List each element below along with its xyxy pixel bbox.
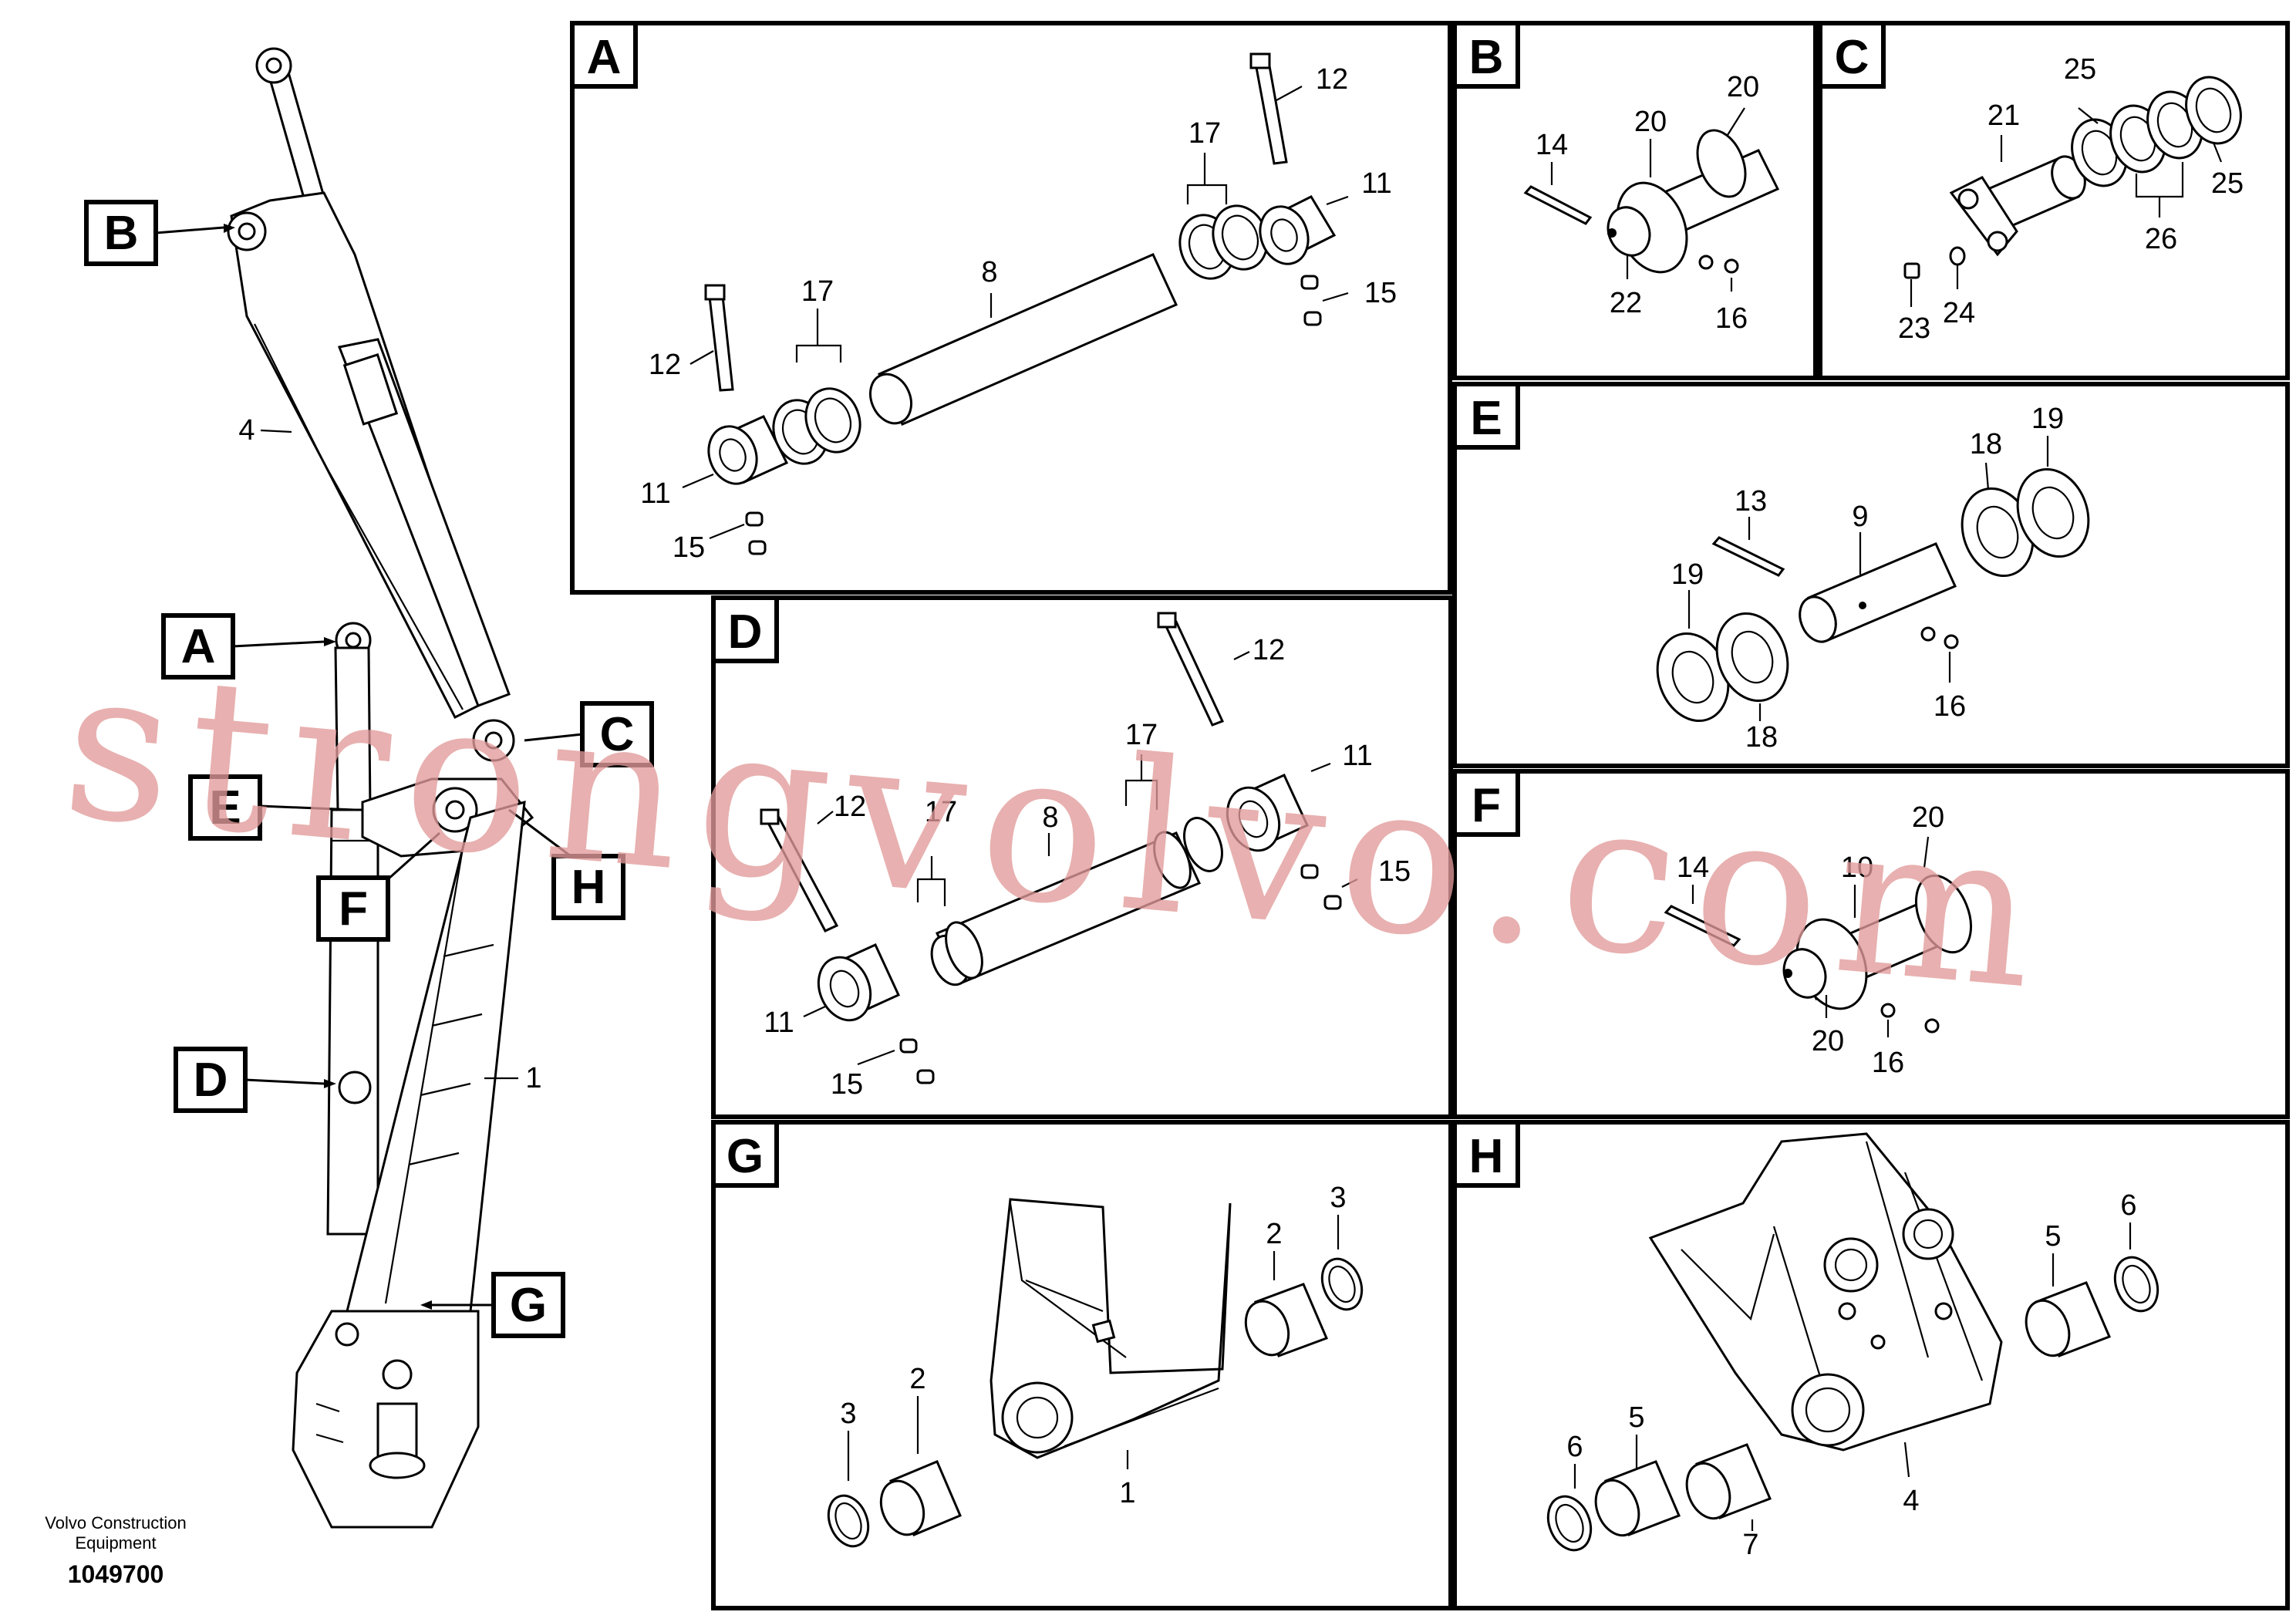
callout-h-letter: H xyxy=(571,861,606,914)
panel-e-label: 18 xyxy=(1745,721,1778,754)
panel-a-label: 11 xyxy=(1361,167,1391,200)
panel-e-letter: E xyxy=(1470,392,1502,445)
callout-g-letter: G xyxy=(510,1279,547,1332)
panel-e-label: 19 xyxy=(1671,558,1704,591)
panel-c-label: 26 xyxy=(2145,223,2177,255)
panel-e-label: 16 xyxy=(1934,690,1966,723)
panel-b: B 14 20 20 22 16 xyxy=(1452,21,1818,380)
panel-a-letter: A xyxy=(587,31,622,84)
panel-a-label: 12 xyxy=(1316,63,1348,96)
panel-d-label: 12 xyxy=(834,791,866,823)
callout-c-letter: C xyxy=(600,708,635,761)
panel-c-letter: C xyxy=(1835,31,1870,84)
panel-c-label: 25 xyxy=(2064,53,2096,86)
panel-d-label: 8 xyxy=(1042,801,1058,834)
panel-a-label: 15 xyxy=(673,531,705,564)
panel-h-label: 6 xyxy=(1566,1431,1583,1463)
panel-c-label: 23 xyxy=(1898,312,1930,345)
callout-e[interactable]: E xyxy=(188,774,356,841)
panel-f-label: 20 xyxy=(1912,801,1944,834)
panel-b-letter: B xyxy=(1469,31,1504,84)
panel-e-label: 19 xyxy=(2031,403,2064,435)
panel-e-label: 9 xyxy=(1852,501,1868,533)
panel-e-label: 13 xyxy=(1735,485,1767,518)
callout-b[interactable]: B xyxy=(84,200,235,266)
publisher-line-1: Volvo Construction xyxy=(45,1513,186,1533)
panel-d: D 12 17 11 12 17 8 15 xyxy=(711,595,1453,1119)
panel-h-label: 4 xyxy=(1903,1485,1919,1517)
callout-f-letter: F xyxy=(339,882,368,936)
callout-c[interactable]: C xyxy=(524,701,654,767)
panel-f-label: 16 xyxy=(1872,1047,1904,1079)
callout-d-letter: D xyxy=(194,1054,228,1107)
part-label-1: 1 xyxy=(525,1062,541,1094)
panel-g-letter: G xyxy=(727,1130,764,1183)
panel-d-label: 17 xyxy=(925,796,957,828)
panel-a-label: 12 xyxy=(649,349,681,381)
panel-c: C 25 21 25 26 23 24 xyxy=(1818,21,2290,380)
panel-g: G 2 3 3 2 1 xyxy=(711,1120,1453,1610)
panel-a-label: 15 xyxy=(1364,277,1397,309)
panel-f-letter: F xyxy=(1472,779,1501,832)
part-label-4: 4 xyxy=(238,414,255,447)
panel-h: H 5 6 6 5 7 4 xyxy=(1452,1120,2290,1610)
document-number: 1049700 xyxy=(68,1560,164,1588)
panel-f: F 20 14 10 20 16 xyxy=(1452,769,2290,1119)
panel-g-label: 3 xyxy=(1330,1182,1346,1214)
panel-g-label: 2 xyxy=(909,1363,925,1395)
panel-c-label: 24 xyxy=(1943,297,1975,329)
panel-g-label: 3 xyxy=(840,1398,856,1430)
panel-f-label: 14 xyxy=(1677,851,1709,884)
callout-a[interactable]: A xyxy=(161,613,336,679)
panel-c-label: 21 xyxy=(1988,99,2020,132)
panel-f-label: 10 xyxy=(1841,851,1873,884)
panel-f-label: 20 xyxy=(1812,1025,1844,1057)
panel-b-label: 20 xyxy=(1634,106,1667,138)
panel-b-label: 16 xyxy=(1715,302,1748,335)
callout-b-letter: B xyxy=(104,207,139,260)
panel-d-label: 11 xyxy=(1342,740,1372,772)
boom-assembly-view xyxy=(227,47,534,1529)
callout-h[interactable]: H xyxy=(508,808,625,920)
panel-h-label: 5 xyxy=(1628,1401,1644,1434)
panel-b-label: 22 xyxy=(1610,287,1642,319)
panel-a-label: 17 xyxy=(801,275,834,308)
publisher-line-2: Equipment xyxy=(75,1533,156,1553)
panel-d-label: 17 xyxy=(1125,719,1158,751)
panel-h-letter: H xyxy=(1469,1130,1504,1183)
callout-e-letter: E xyxy=(209,781,241,835)
panel-h-label: 5 xyxy=(2045,1220,2061,1253)
panel-d-label: 11 xyxy=(764,1007,794,1039)
panel-b-label: 20 xyxy=(1727,71,1759,103)
panel-g-label: 2 xyxy=(1266,1218,1282,1250)
panel-h-label: 7 xyxy=(1742,1529,1758,1561)
callout-f[interactable]: F xyxy=(316,831,441,942)
panel-d-letter: D xyxy=(728,605,763,659)
callout-g[interactable]: G xyxy=(420,1272,565,1338)
panel-a-label: 11 xyxy=(640,477,670,510)
panel-h-label: 6 xyxy=(2120,1189,2136,1222)
panel-d-label: 12 xyxy=(1253,634,1285,666)
panel-d-label: 15 xyxy=(1378,855,1411,888)
panel-e: E 18 19 13 9 19 18 16 xyxy=(1452,382,2290,768)
panel-g-label: 1 xyxy=(1119,1477,1135,1509)
panel-a-label: 8 xyxy=(981,256,997,288)
panel-c-label: 25 xyxy=(2211,167,2244,200)
panel-b-label: 14 xyxy=(1536,129,1568,161)
callout-a-letter: A xyxy=(181,620,216,673)
panel-a-label: 17 xyxy=(1188,117,1221,150)
panel-e-label: 18 xyxy=(1970,428,2002,460)
callout-d[interactable]: D xyxy=(174,1047,336,1113)
panel-a: A xyxy=(570,21,1452,595)
panel-d-label: 15 xyxy=(831,1068,863,1101)
